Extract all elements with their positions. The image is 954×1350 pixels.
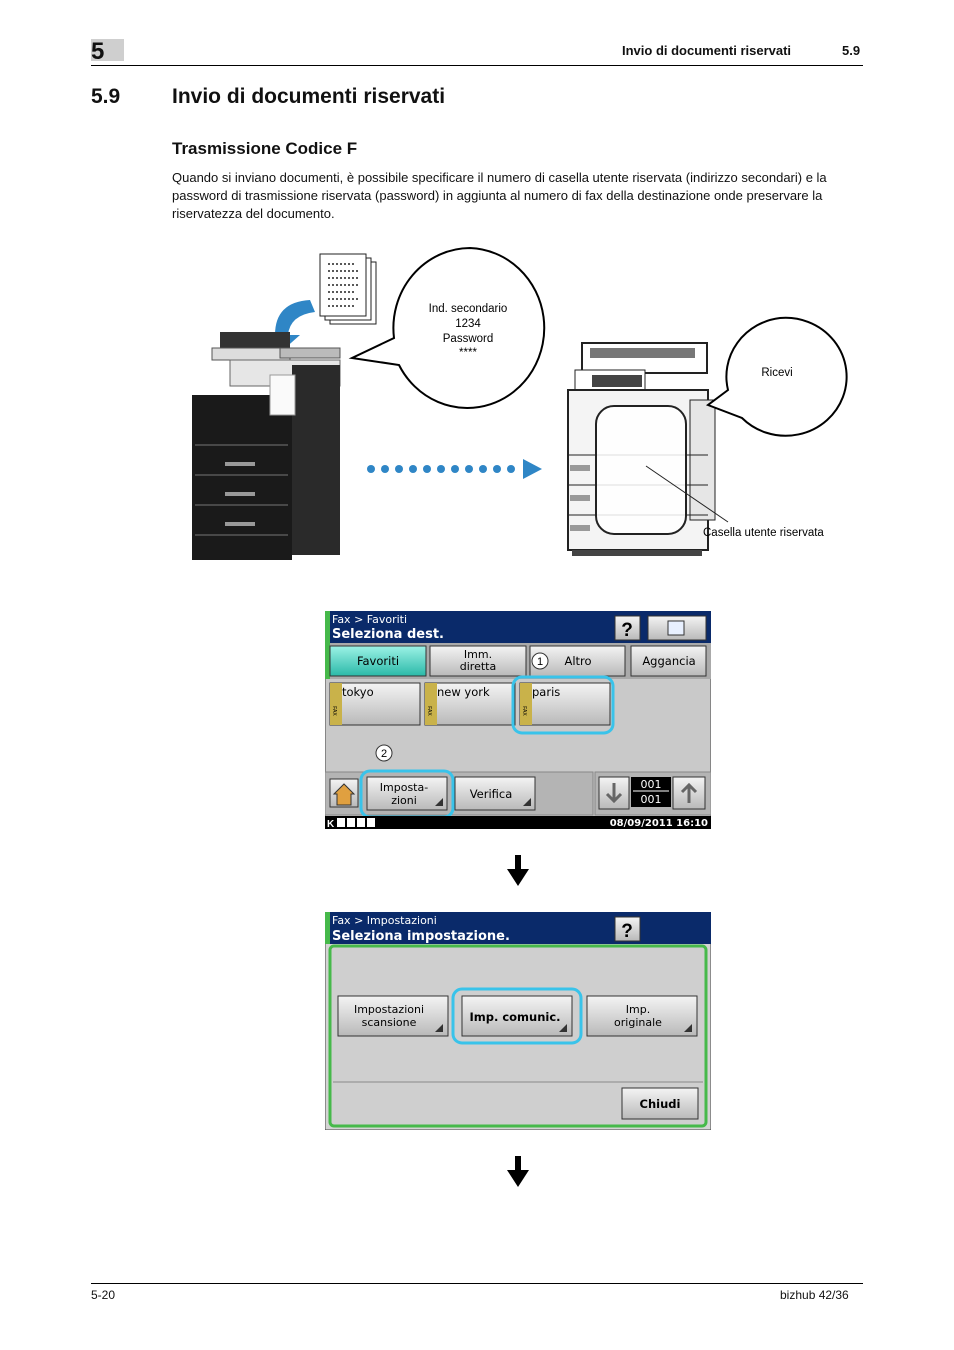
bubble-password-value: ****	[459, 347, 477, 359]
home-button[interactable]	[329, 778, 359, 808]
bubble-password-label: Password	[443, 333, 494, 345]
status-bar	[325, 816, 711, 829]
body-paragraph: Quando si inviano documenti, è possibile…	[172, 170, 827, 221]
screen2-title-bar	[325, 912, 711, 944]
bubble-receive-label: Ricevi	[761, 367, 792, 379]
screen-select-setting: Fax > Impostazioni Seleziona impostazion…	[325, 912, 711, 1130]
subsection-title: Trasmissione Codice F	[172, 139, 358, 158]
callout-1: 1	[531, 652, 549, 670]
highlight-imp-comunic	[451, 987, 583, 1045]
arrow-down-icon	[605, 783, 623, 804]
svg-text:Favoriti: Favoriti	[357, 654, 399, 668]
impostazioni-scansione-button[interactable]: Impostazioni scansione	[337, 995, 449, 1037]
header-rule	[91, 65, 863, 66]
screen1-breadcrumb: Fax > Favoriti	[332, 613, 407, 626]
imp-comunic-button[interactable]: Imp. comunic.	[461, 995, 573, 1037]
svg-text:2: 2	[381, 748, 387, 760]
highlight-paris	[511, 675, 615, 735]
section-number: 5.9	[91, 85, 121, 108]
sending-machine-icon	[192, 332, 341, 560]
home-icon	[332, 783, 356, 806]
page-number: 5-20	[91, 1288, 116, 1302]
page-total: 001	[641, 793, 662, 806]
svg-text:tokyo: tokyo	[342, 685, 374, 699]
box-leader-line	[645, 465, 729, 523]
bubble-sub-address-value: 1234	[455, 318, 481, 330]
arrow-up-icon	[680, 782, 698, 803]
running-section: 5.9	[842, 43, 861, 58]
tab-favoriti[interactable]: Favoriti	[329, 645, 427, 677]
svg-text:diretta: diretta	[460, 660, 496, 673]
help-button[interactable]: ?	[614, 615, 641, 641]
page-down-button[interactable]	[598, 776, 630, 810]
screen-select-destination: Fax > Favoriti Seleziona dest. ? Favorit…	[325, 611, 711, 829]
contact-new-york[interactable]: FAX new york	[424, 682, 516, 726]
chapter-tab	[91, 39, 124, 61]
down-arrow-icon	[507, 1156, 529, 1187]
help-icon: ?	[621, 620, 633, 641]
svg-text:Imposta-: Imposta-	[380, 781, 428, 794]
product-name: bizhub 42/36	[780, 1288, 849, 1302]
svg-text:new york: new york	[437, 685, 490, 699]
bubble-sub-address-label: Ind. secondario	[429, 303, 508, 315]
section-title: Invio di documenti riservati	[172, 85, 446, 108]
verifica-button[interactable]: Verifica	[454, 776, 536, 811]
tab-aggancia[interactable]: Aggancia	[630, 645, 707, 677]
corner-marker-icon	[523, 798, 531, 806]
address-book-button[interactable]	[647, 615, 707, 641]
page-counter	[631, 777, 671, 807]
screen1-title-bar	[325, 611, 711, 643]
svg-text:FAX: FAX	[426, 706, 432, 716]
screen1-title: Seleziona dest.	[332, 627, 444, 642]
corner-marker-icon	[435, 1024, 443, 1032]
svg-text:FAX: FAX	[521, 706, 527, 716]
svg-text:zioni: zioni	[391, 794, 417, 807]
footer-rule	[91, 1283, 863, 1284]
screen2-title: Seleziona impostazione.	[332, 929, 510, 944]
left-speech-bubble	[348, 246, 546, 409]
svg-text:paris: paris	[532, 685, 560, 699]
imp-originale-button[interactable]: Imp. originale	[586, 995, 698, 1037]
callout-2: 2	[375, 744, 393, 762]
right-speech-bubble	[705, 316, 848, 437]
page-up-button[interactable]	[672, 776, 706, 810]
transmission-diagram: Ind. secondario 1234 Password **** Casel…	[192, 246, 848, 560]
corner-marker-icon	[559, 1024, 567, 1032]
svg-text:FAX: FAX	[331, 706, 337, 716]
chapter-number: 5	[91, 38, 105, 65]
transmission-dotted-arrow	[367, 459, 542, 479]
contact-paris[interactable]: FAX paris	[519, 682, 611, 726]
svg-text:Aggancia: Aggancia	[642, 654, 695, 668]
down-arrow-icon	[507, 855, 529, 886]
svg-text:Imp. comunic.: Imp. comunic.	[469, 1010, 560, 1024]
corner-marker-icon	[435, 798, 443, 806]
contact-tokyo[interactable]: FAX tokyo	[329, 682, 421, 726]
help-icon: ?	[621, 921, 633, 942]
running-title: Invio di documenti riservati	[622, 43, 792, 58]
svg-text:1: 1	[537, 656, 543, 668]
help-button[interactable]: ?	[614, 916, 641, 942]
svg-text:originale: originale	[614, 1016, 662, 1029]
status-datetime: 08/09/2011 16:10	[610, 818, 708, 829]
tab-immissione-diretta[interactable]: Imm. diretta	[429, 645, 527, 677]
document-stack-icon	[319, 253, 377, 325]
chiudi-button[interactable]: Chiudi	[621, 1087, 699, 1120]
toner-k-label: K	[327, 819, 335, 829]
svg-text:Altro: Altro	[564, 654, 591, 668]
screen2-breadcrumb: Fax > Impostazioni	[332, 914, 437, 927]
svg-text:Imp.: Imp.	[626, 1003, 650, 1016]
toner-level-icon	[337, 818, 375, 827]
svg-text:scansione: scansione	[362, 1016, 417, 1029]
user-box-icon	[595, 405, 687, 535]
impostazioni-button[interactable]: Imposta- zioni	[366, 776, 448, 811]
user-box-label: Casella utente riservata	[703, 527, 824, 539]
svg-text:Chiudi: Chiudi	[640, 1097, 681, 1111]
corner-marker-icon	[684, 1024, 692, 1032]
svg-text:Verifica: Verifica	[470, 787, 513, 801]
page-current: 001	[641, 778, 662, 791]
svg-text:Imm.: Imm.	[464, 648, 492, 661]
address-book-icon	[667, 620, 685, 636]
svg-text:Impostazioni: Impostazioni	[354, 1003, 424, 1016]
